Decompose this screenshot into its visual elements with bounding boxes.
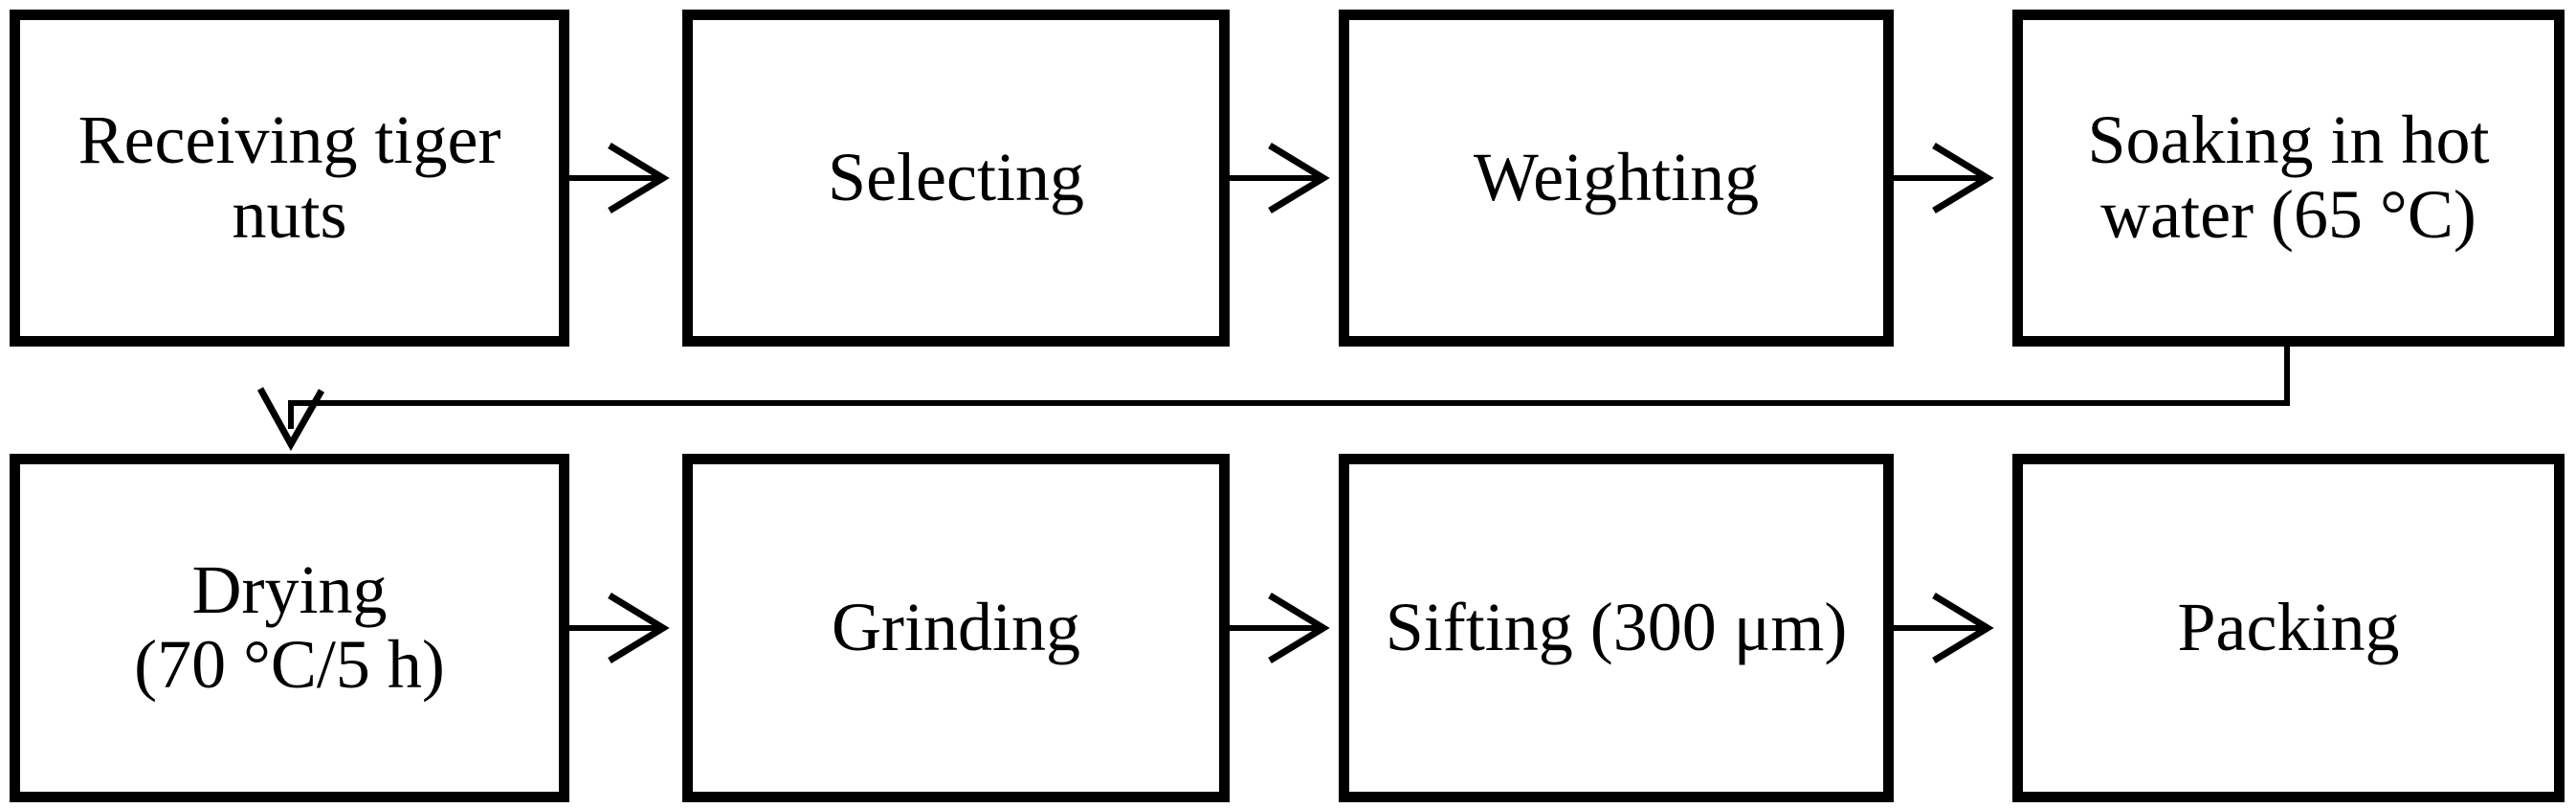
process-box-selecting: Selecting [682, 10, 1230, 347]
arrow-right-icon-weighting-to-soaking [1890, 143, 1994, 213]
box-text-line: nuts [232, 176, 347, 253]
arrow-right-icon-drying-to-grinding [566, 593, 670, 663]
process-box-drying: Drying (70 °C/5 h) [10, 454, 569, 802]
process-box-grinding: Grinding [682, 454, 1230, 802]
box-text-line: (70 °C/5 h) [134, 626, 445, 703]
arrow-right-icon-sifting-to-packing [1890, 593, 1994, 663]
arrow-right-icon-selecting-to-weighting [1226, 143, 1330, 213]
box-text-line: Weighting [1473, 139, 1760, 216]
box-text-line: Packing [2177, 589, 2400, 666]
box-text-line: Sifting (300 μm) [1385, 589, 1848, 666]
process-box-sifting: Sifting (300 μm) [1339, 454, 1894, 802]
elbow-connector-soaking-to-drying [256, 339, 2290, 452]
box-text-line: water (65 °C) [2100, 176, 2476, 253]
box-text-line: Soaking in hot [2087, 101, 2490, 179]
arrow-right-icon-receiving-to-selecting [566, 143, 670, 213]
process-box-packing: Packing [2012, 454, 2565, 802]
box-text-line: Selecting [828, 139, 1084, 216]
box-text-line: Drying [191, 551, 388, 629]
box-text-line: Grinding [832, 589, 1080, 666]
process-box-weighting: Weighting [1339, 10, 1894, 347]
process-box-soaking: Soaking in hot water (65 °C) [2012, 10, 2565, 347]
box-text-line: Receiving tiger [78, 101, 501, 179]
arrow-right-icon-grinding-to-sifting [1226, 593, 1330, 663]
process-box-receiving-tiger-nuts: Receiving tiger nuts [10, 10, 569, 347]
